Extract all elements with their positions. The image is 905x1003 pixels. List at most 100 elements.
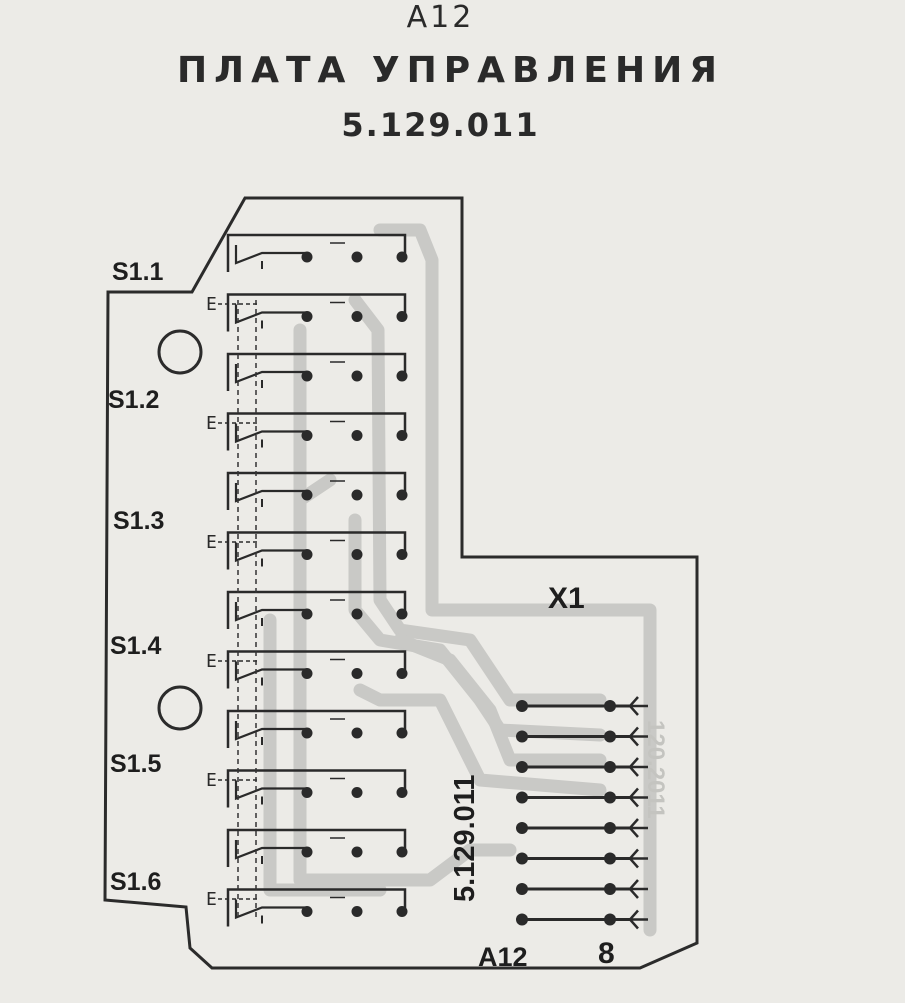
solder-pad-2 xyxy=(351,727,363,739)
switch-segment xyxy=(226,650,408,689)
faded-mark: 120.2011 xyxy=(642,720,669,819)
solder-pad-2 xyxy=(351,370,363,382)
pin-pad-inner xyxy=(516,791,528,804)
switch-segment xyxy=(226,471,408,510)
solder-pad-1 xyxy=(301,251,313,263)
segment-frame xyxy=(226,828,407,867)
solder-pad-2 xyxy=(351,311,363,322)
pin-pad-inner xyxy=(516,761,528,773)
contact-arm xyxy=(234,483,305,503)
solder-pad-1 xyxy=(301,608,313,620)
switch-segment xyxy=(226,769,408,808)
segment-frame xyxy=(226,471,407,510)
solder-pad-3 xyxy=(396,251,408,263)
switch-segment xyxy=(226,888,408,927)
segment-frame xyxy=(226,531,407,570)
solder-pad-1 xyxy=(301,846,313,858)
pin-pad-inner xyxy=(516,883,528,895)
trace-6 xyxy=(263,613,387,897)
header-ref: А12 xyxy=(406,0,475,35)
switch-label-S1-6: S1.6 xyxy=(110,868,161,896)
mounting-hole-bottom xyxy=(157,685,203,731)
solder-pad-3 xyxy=(396,727,408,739)
edge-marker: E xyxy=(206,532,217,553)
contact-arm xyxy=(234,364,305,384)
solder-pad-3 xyxy=(396,906,408,917)
solder-pad-1 xyxy=(301,430,313,441)
segment-frame xyxy=(226,233,407,272)
trace-7 xyxy=(393,633,607,767)
segment-frame xyxy=(226,650,407,689)
solder-pad-2 xyxy=(351,608,363,620)
switch-segment xyxy=(226,709,408,748)
contact-arm xyxy=(234,721,305,741)
edge-marker: E xyxy=(206,651,217,672)
solder-pad-1 xyxy=(301,668,313,679)
solder-pad-1 xyxy=(301,727,313,739)
pin-pad-outer xyxy=(604,761,616,773)
mounting-hole-top xyxy=(157,329,203,375)
switch-label-S1-2: S1.2 xyxy=(108,386,159,414)
pin-pad-outer xyxy=(604,791,616,804)
connector-pin xyxy=(516,787,648,808)
header-title: ПЛАТА УПРАВЛЕНИЯ xyxy=(177,50,724,91)
pin-pad-outer xyxy=(604,883,616,895)
solder-pad-2 xyxy=(351,251,363,263)
pin-pad-inner xyxy=(516,913,528,926)
switch-label-S1-1: S1.1 xyxy=(112,258,164,286)
solder-pad-3 xyxy=(396,370,408,382)
solder-pad-3 xyxy=(396,311,408,322)
edge-marker: E xyxy=(206,294,217,315)
segment-frame xyxy=(226,352,407,391)
contact-arm xyxy=(234,899,305,920)
contact-arm xyxy=(234,840,305,860)
solder-pad-3 xyxy=(396,549,408,560)
solder-pad-2 xyxy=(351,489,363,501)
connector-x1 xyxy=(516,696,648,930)
pin-pad-outer xyxy=(604,730,616,743)
switch-segment xyxy=(226,590,408,629)
trace-2 xyxy=(348,293,607,707)
solder-pad-1 xyxy=(301,489,313,501)
contact-arm xyxy=(234,661,305,682)
solder-pad-2 xyxy=(351,549,363,560)
pin-pad-outer xyxy=(604,913,616,926)
switch-block: E E E E E E xyxy=(206,233,408,927)
connector-pin xyxy=(516,757,648,777)
solder-pad-3 xyxy=(396,787,408,798)
pin-pad-outer xyxy=(604,822,616,834)
segment-frame xyxy=(226,888,407,927)
connector-pin xyxy=(516,879,648,899)
switch-segment xyxy=(226,233,408,272)
contact-arm xyxy=(234,602,305,622)
solder-pad-2 xyxy=(351,668,363,679)
solder-pad-2 xyxy=(351,846,363,858)
contact-arm xyxy=(234,304,305,325)
solder-pad-3 xyxy=(396,489,408,501)
switch-segment xyxy=(226,293,408,332)
pin-pad-inner xyxy=(516,822,528,834)
connector-pin xyxy=(516,726,648,747)
pin-pad-outer xyxy=(604,852,616,865)
segment-frame xyxy=(226,293,407,332)
connector-pin xyxy=(516,848,648,869)
segment-frame xyxy=(226,590,407,629)
connector-pin xyxy=(516,696,648,716)
switch-segment xyxy=(226,828,408,867)
edge-marker: E xyxy=(206,770,217,791)
edge-marker: E xyxy=(206,413,217,434)
contact-arm xyxy=(234,245,305,265)
solder-pad-1 xyxy=(301,906,313,917)
segment-frame xyxy=(226,709,407,748)
solder-pad-1 xyxy=(301,311,313,322)
pin-pad-outer xyxy=(604,700,616,712)
solder-pad-1 xyxy=(301,370,313,382)
contact-arm xyxy=(234,423,305,444)
trace-1 xyxy=(373,223,657,937)
solder-pad-3 xyxy=(396,608,408,620)
pin-pad-inner xyxy=(516,730,528,743)
pin-pad-inner xyxy=(516,852,528,865)
edge-marker: E xyxy=(206,889,217,910)
connector-pin xyxy=(516,818,648,838)
connector-label: X1 xyxy=(548,582,585,615)
